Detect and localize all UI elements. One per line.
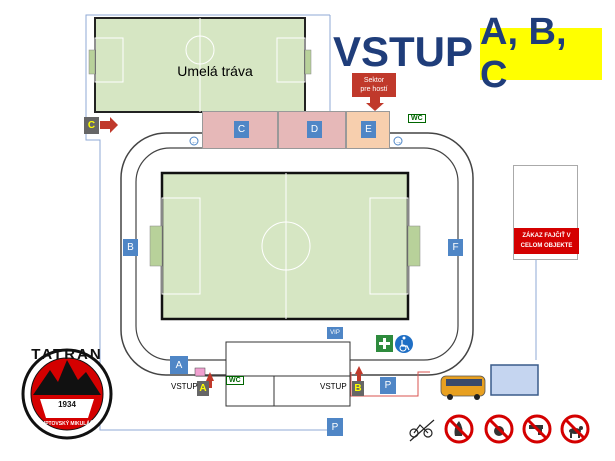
- parking-area: [490, 364, 539, 396]
- guest-sector-label: Sektor pre hostí: [352, 73, 396, 97]
- artificial-turf-label: Umelá tráva: [177, 63, 253, 79]
- sector-d-badge: D: [307, 121, 322, 138]
- no-fire-icon: [444, 414, 474, 444]
- logo-city: LIPTOVSKÝ MIKULÁŠ: [40, 421, 94, 427]
- no-smoking-line2: CELOM OBJEKTE: [520, 243, 573, 249]
- main-pitch: [160, 171, 410, 321]
- no-smoking-text: ZÁKAZ FAJČIŤ V CELOM OBJEKTE: [514, 228, 579, 254]
- logo-name: TATRAN: [31, 346, 103, 363]
- arrow-left-icon: [189, 136, 199, 146]
- club-logo: [21, 348, 113, 440]
- arrow-right-icon: [100, 117, 118, 133]
- parking-p2: P: [327, 418, 343, 436]
- entry-gates-highlight: A, B, C: [480, 11, 602, 96]
- goal-left: [149, 225, 163, 267]
- arrow-down-icon: [366, 96, 384, 111]
- boundary-line: [85, 14, 330, 130]
- sector-c-badge: C: [234, 121, 249, 138]
- arrow-up-icon: [355, 366, 363, 381]
- gate-c-side: C: [84, 117, 99, 134]
- ticket-booth: [194, 367, 206, 377]
- wc-bottom-label: WC: [226, 376, 244, 385]
- no-pyro-icon: [484, 414, 514, 444]
- sector-e-badge: E: [361, 121, 376, 138]
- no-bicycle-icon: [409, 419, 435, 442]
- gate-b-entry: B: [352, 381, 364, 396]
- goal-right: [407, 225, 421, 267]
- access-path: [350, 371, 430, 397]
- gate-f: F: [448, 239, 463, 256]
- parking-p1: P: [380, 377, 396, 394]
- entry-label-right: VSTUP: [320, 382, 347, 391]
- boundary-line: [85, 130, 330, 431]
- guest-sector-label-line1: Sektor: [363, 77, 385, 84]
- entry-title: VSTUP: [333, 28, 474, 75]
- no-dogs-icon: [560, 414, 590, 444]
- arrow-right-icon: [393, 136, 403, 146]
- bus-icon: [440, 375, 486, 400]
- no-smoking-line1: ZÁKAZ FAJČIŤ V: [522, 233, 571, 239]
- guest-sector-label-line2: pre hostí: [360, 86, 388, 93]
- gate-a-entry: A: [197, 381, 209, 396]
- no-smoking-sign: ZÁKAZ FAJČIŤ V CELOM OBJEKTE: [513, 165, 579, 260]
- main-stand: [225, 341, 351, 377]
- gate-b: B: [123, 239, 138, 256]
- vip-badge: VIP: [327, 327, 343, 339]
- logo-year: 1934: [58, 400, 76, 409]
- no-weapon-icon: [522, 414, 552, 444]
- svg-text:←: ←: [191, 139, 198, 146]
- stand-lower-right: [273, 375, 351, 407]
- svg-text:→: →: [395, 139, 402, 146]
- wc-top-label: WC: [408, 114, 426, 123]
- gate-a: A: [170, 356, 188, 374]
- entry-label-left: VSTUP: [171, 382, 198, 391]
